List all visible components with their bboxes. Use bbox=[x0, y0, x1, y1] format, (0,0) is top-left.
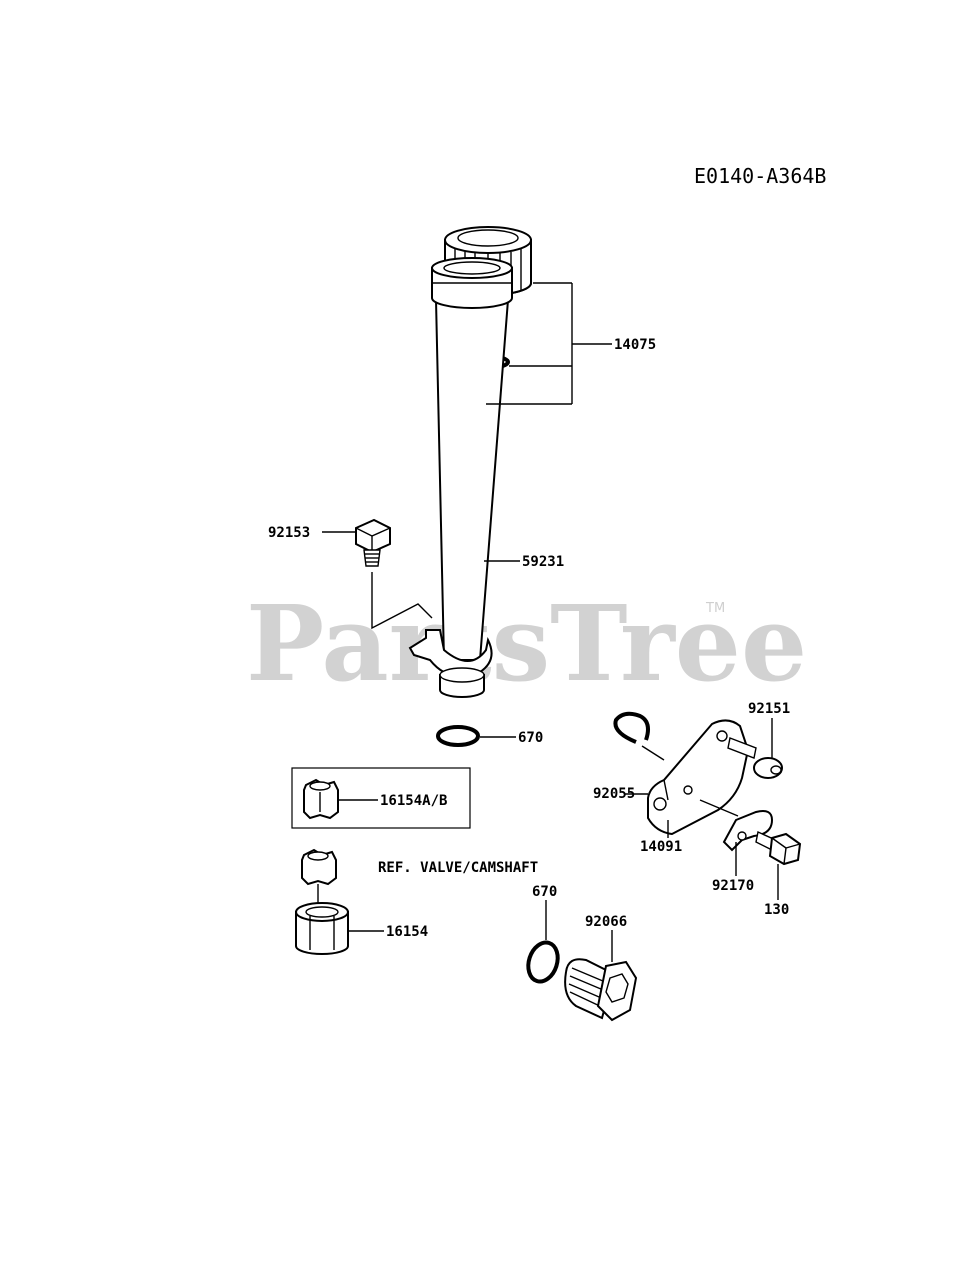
bolt-130[interactable] bbox=[755, 830, 802, 866]
bolt-92151[interactable] bbox=[727, 737, 783, 779]
o-ring-670-bottom[interactable] bbox=[524, 939, 563, 986]
label-16154: 16154 bbox=[386, 924, 428, 940]
note-ref-valve-camshaft: REF. VALVE/CAMSHAFT bbox=[378, 860, 538, 876]
clip-92055[interactable] bbox=[613, 711, 650, 744]
label-92151: 92151 bbox=[748, 701, 790, 717]
label-14075: 14075 bbox=[614, 337, 656, 353]
watermark-text: PartsTree bbox=[246, 582, 807, 705]
filler-tube-59231[interactable] bbox=[408, 257, 513, 698]
label-14091: 14091 bbox=[640, 839, 682, 855]
label-92170: 92170 bbox=[712, 878, 754, 894]
gear-16154ab[interactable] bbox=[303, 778, 339, 820]
label-16154ab: 16154A/B bbox=[380, 793, 447, 809]
gear-16154[interactable] bbox=[295, 848, 349, 955]
box-16154ab bbox=[291, 767, 471, 829]
label-92066: 92066 bbox=[585, 914, 627, 930]
leader-92153 bbox=[322, 531, 433, 630]
label-670-bottom: 670 bbox=[532, 884, 557, 900]
bracket-14091[interactable] bbox=[647, 719, 750, 836]
bolt-92153[interactable] bbox=[355, 518, 391, 567]
leader-92055-14091 bbox=[624, 745, 669, 838]
o-ring-670-top[interactable] bbox=[436, 725, 480, 747]
label-92055: 92055 bbox=[593, 786, 635, 802]
label-130: 130 bbox=[764, 902, 789, 918]
label-59231: 59231 bbox=[522, 554, 564, 570]
watermark-tm: TM bbox=[705, 601, 725, 616]
label-670-top: 670 bbox=[518, 730, 543, 746]
diagram-code: E0140-A364B bbox=[694, 164, 826, 188]
label-92153: 92153 bbox=[268, 525, 310, 541]
drain-plug-92066[interactable] bbox=[564, 958, 638, 1022]
clamp-92170[interactable] bbox=[699, 799, 774, 852]
leader-14075 bbox=[486, 282, 612, 405]
